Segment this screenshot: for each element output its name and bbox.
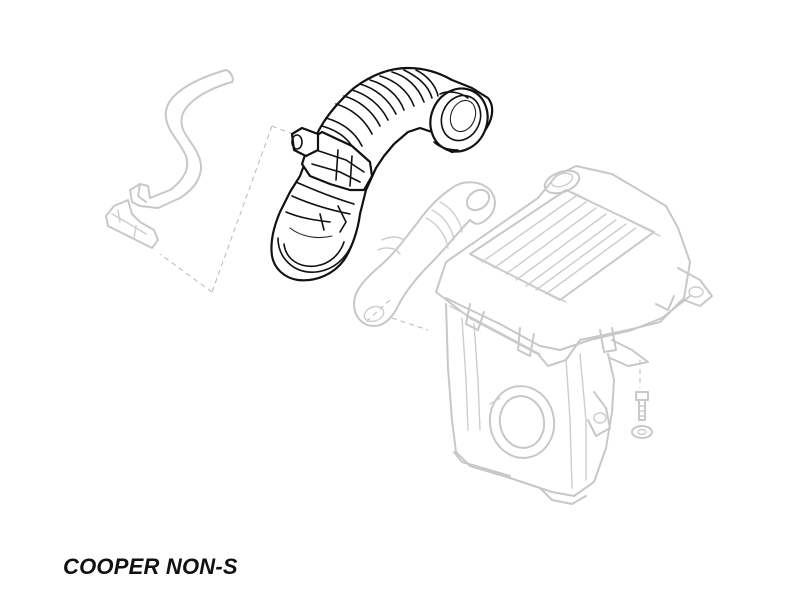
breather-hose <box>105 69 234 249</box>
intake-pipe <box>353 181 496 327</box>
diagram-caption: COOPER NON-S <box>63 554 238 579</box>
washer <box>631 425 653 439</box>
bolt <box>635 391 649 421</box>
air-filter-box <box>435 165 713 505</box>
intake-air-hose <box>270 66 494 282</box>
leader-lines <box>159 125 641 388</box>
